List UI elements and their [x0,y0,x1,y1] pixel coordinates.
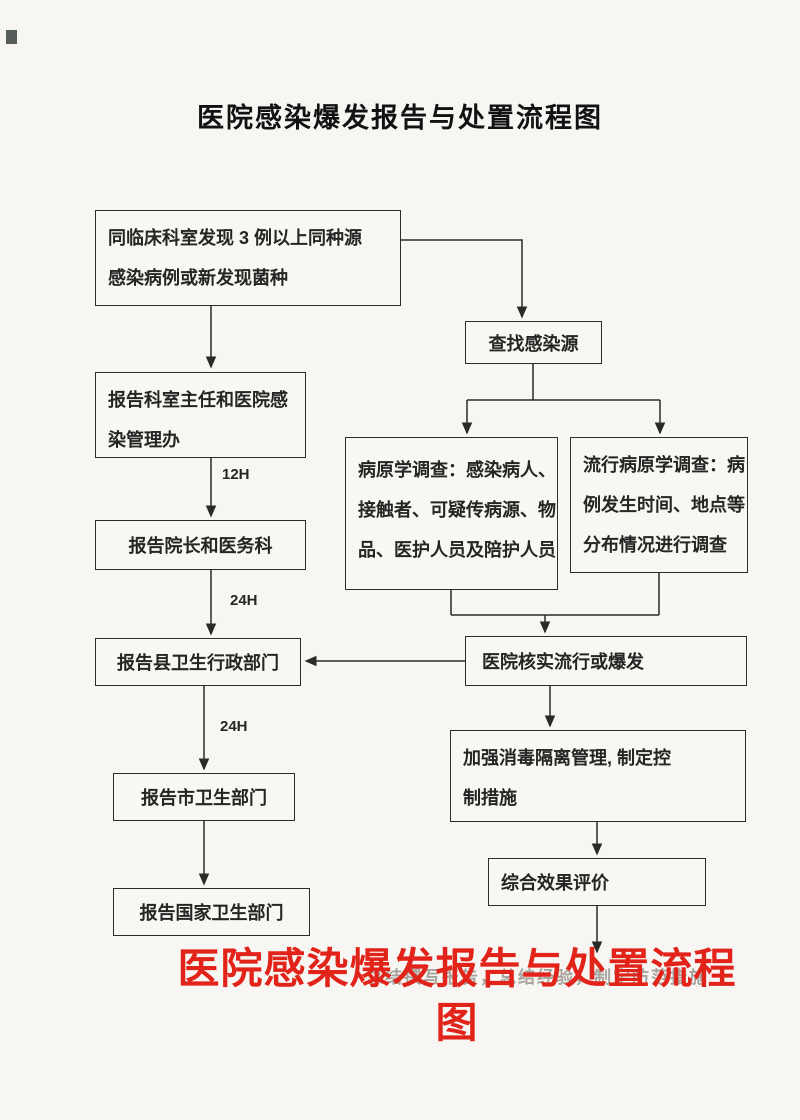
line-findsource-split [467,364,660,401]
text-line: 报告国家卫生部门 [139,903,284,923]
node-control-measures: 加强消毒隔离管理, 制定控 制措施 [450,730,746,822]
text-line: 报告县卫生行政部门 [117,653,279,673]
node-epidemiology-investigation: 流行病原学调查：病 例发生时间、地点等 分布情况进行调查 [570,437,748,573]
arrow-discover-to-findsource [401,239,528,319]
text-line: 分布情况进行调查 [583,535,727,555]
text-line: 报告科室主任和医院感 [108,390,288,410]
node-report-national-health: 报告国家卫生部门 [113,888,310,936]
scan-corner-artifact [6,30,17,44]
text-line: 流行病原学调查：病 [583,455,745,475]
node-evaluate-effect: 综合效果评价 [488,858,706,906]
red-watermark-line2: 图 [435,999,479,1046]
page-title: 医院感染爆发报告与处置流程图 [197,103,603,133]
line-investigations-merge [450,573,660,616]
node-pathogen-investigation: 病原学调查：感染病人、 接触者、可疑传病源、物 品、医护人员及陪护人员 [345,437,558,590]
delay-label-12h: 12H [222,466,250,483]
delay-label-24h-second: 24H [220,718,248,735]
node-find-infection-source: 查找感染源 [465,321,602,364]
node-report-county-health: 报告县卫生行政部门 [95,638,301,686]
red-watermark: 医院感染爆发报告与处置流程 图 [114,942,800,1050]
node-report-president: 报告院长和医务科 [95,520,306,570]
text-line: 例发生时间、地点等 [583,495,745,515]
text-line: 制措施 [463,788,517,808]
red-watermark-line1: 医院感染爆发报告与处置流程 [177,945,737,992]
text-line: 报告院长和医务科 [128,536,273,556]
text-line: 染管理办 [108,430,180,450]
summary-note: 总结撰写报告，总结经验，制定防范措施 [366,968,708,987]
node-discover-cases: 同临床科室发现 3 例以上同种源 感染病例或新发现菌种 [95,210,401,306]
text-line: 医院核实流行或爆发 [482,652,644,672]
text-line: 综合效果评价 [501,873,609,893]
text-line: 病原学调查：感染病人、 [358,460,556,480]
text-line: 感染病例或新发现菌种 [108,268,288,288]
text-line: 同临床科室发现 3 例以上同种源 [108,228,363,248]
text-line: 品、医护人员及陪护人员 [358,540,556,560]
node-report-city-health: 报告市卫生部门 [113,773,295,821]
text-line: 查找感染源 [488,333,579,354]
text-line: 报告市卫生部门 [141,788,267,808]
node-verify-outbreak: 医院核实流行或爆发 [465,636,747,686]
delay-label-24h-first: 24H [230,592,258,609]
node-report-dept-head: 报告科室主任和医院感 染管理办 [95,372,306,458]
text-line: 加强消毒隔离管理, 制定控 [463,748,672,768]
text-line: 接触者、可疑传病源、物 [358,500,556,520]
